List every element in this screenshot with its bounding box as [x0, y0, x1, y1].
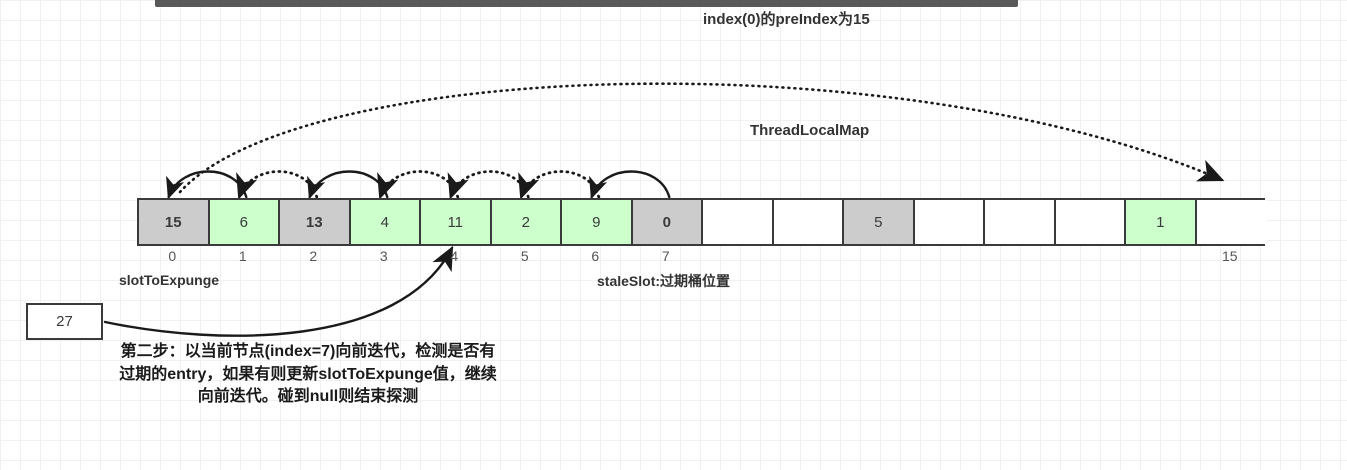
index-label-5: 5 — [520, 248, 529, 264]
index-label-2: 2 — [309, 248, 318, 264]
index-label-4: 4 — [450, 248, 459, 264]
array-cell-8 — [703, 200, 774, 244]
threadlocalmap-label: ThreadLocalMap — [750, 122, 870, 139]
array-cell-6: 9 — [562, 200, 633, 244]
long-arc-index0-to-index15 — [178, 82, 1225, 194]
step-caption: 第二步：以当前节点(index=7)向前迭代，检测是否有过期的entry，如果有… — [119, 343, 497, 406]
index-label-15: 15 — [1221, 248, 1238, 264]
array-cell-0: 15 — [139, 200, 210, 244]
index-label-6: 6 — [591, 248, 600, 264]
callout-value-text: 27 — [56, 313, 73, 330]
array-cell-3: 4 — [350, 200, 421, 244]
title-preindex: index(0)的preIndex为15 — [703, 11, 870, 28]
hop-arc-3-to-2 — [307, 170, 389, 200]
array-cell-11 — [914, 200, 985, 244]
array-cell-2: 13 — [280, 200, 351, 244]
array-cell-13 — [1055, 200, 1126, 244]
array-cell-10: 5 — [844, 200, 915, 244]
hop-arc-7-to-6 — [589, 170, 671, 200]
array-cell-4: 11 — [421, 200, 492, 244]
array-cell-7: 0 — [632, 200, 703, 244]
hop-arc-group — [166, 170, 671, 200]
hop-arc-1-to-0 — [166, 170, 248, 200]
index-label-1: 1 — [238, 248, 247, 264]
array-cell-9 — [773, 200, 844, 244]
array-cell-5: 2 — [491, 200, 562, 244]
index-label-3: 3 — [379, 248, 388, 264]
index-label-7: 7 — [661, 248, 670, 264]
hop-arc-6-to-5 — [518, 170, 601, 200]
slot-to-expunge-label: slotToExpunge — [119, 272, 220, 288]
array-cell-15 — [1196, 200, 1267, 244]
hop-arc-5-to-4 — [447, 170, 530, 200]
array-cell-14: 1 — [1126, 200, 1197, 244]
stale-slot-label: staleSlot:过期桶位置 — [597, 273, 731, 289]
array-cell-1: 6 — [209, 200, 280, 244]
hop-arc-4-to-3 — [377, 170, 460, 200]
array-cell-12 — [985, 200, 1056, 244]
callout-value-box: 27 — [26, 303, 103, 340]
index-label-0: 0 — [168, 248, 177, 264]
top-toolbar-strip — [155, 0, 1018, 7]
hop-arc-2-to-1 — [236, 170, 319, 200]
array-index-labels: 0 1 2 3 4 5 6 7 15 — [137, 248, 1265, 270]
